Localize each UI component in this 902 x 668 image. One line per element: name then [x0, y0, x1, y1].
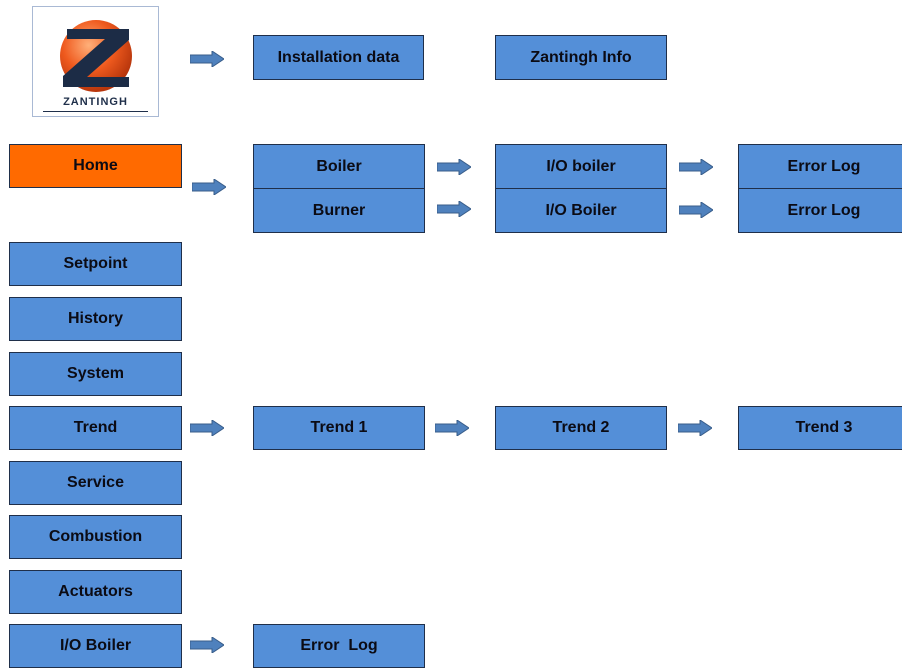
menu-actuators-button[interactable]: Actuators — [9, 570, 182, 614]
error-log-boiler-button[interactable]: Error Log — [738, 144, 902, 189]
arrow-right-icon — [192, 179, 226, 195]
arrow-right-icon — [190, 51, 224, 67]
arrow-right-icon — [437, 201, 471, 217]
zantingh-info-button[interactable]: Zantingh Info — [495, 35, 667, 80]
zantingh-z-icon — [60, 20, 132, 92]
arrow-right-icon — [678, 420, 712, 436]
menu-home-button[interactable]: Home — [9, 144, 182, 188]
menu-trend-button[interactable]: Trend — [9, 406, 182, 450]
arrow-right-icon — [435, 420, 469, 436]
io-boiler-button[interactable]: I/O boiler — [495, 144, 667, 189]
arrow-right-icon — [679, 202, 713, 218]
zantingh-logo: ZANTINGH — [32, 6, 159, 117]
logo-underline — [43, 111, 148, 112]
trend-2-button[interactable]: Trend 2 — [495, 406, 667, 450]
menu-setpoint-button[interactable]: Setpoint — [9, 242, 182, 286]
installation-data-button[interactable]: Installation data — [253, 35, 424, 80]
arrow-right-icon — [190, 637, 224, 653]
menu-service-button[interactable]: Service — [9, 461, 182, 505]
arrow-right-icon — [437, 159, 471, 175]
menu-history-button[interactable]: History — [9, 297, 182, 341]
arrow-right-icon — [190, 420, 224, 436]
logo-text: ZANTINGH — [63, 96, 128, 108]
error-log-burner-button[interactable]: Error Log — [738, 188, 902, 233]
io-error-log-button[interactable]: Error Log — [253, 624, 425, 668]
boiler-button[interactable]: Boiler — [253, 144, 425, 189]
trend-3-button[interactable]: Trend 3 — [738, 406, 902, 450]
io-boiler-burner-button[interactable]: I/O Boiler — [495, 188, 667, 233]
trend-1-button[interactable]: Trend 1 — [253, 406, 425, 450]
menu-io-boiler-button[interactable]: I/O Boiler — [9, 624, 182, 668]
menu-combustion-button[interactable]: Combustion — [9, 515, 182, 559]
burner-button[interactable]: Burner — [253, 188, 425, 233]
menu-system-button[interactable]: System — [9, 352, 182, 396]
arrow-right-icon — [679, 159, 713, 175]
